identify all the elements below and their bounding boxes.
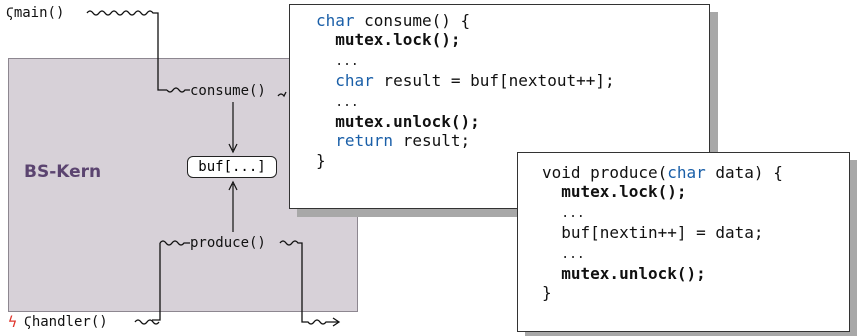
consume-return-squiggle bbox=[277, 91, 287, 98]
code-keyword: char bbox=[316, 11, 355, 30]
kernel-label: BS-Kern bbox=[24, 162, 102, 182]
produce-code: void produce(char data) { mutex.lock(); … bbox=[542, 163, 783, 303]
produce-left-squiggle bbox=[159, 240, 190, 246]
lightning-icon: ϟ bbox=[8, 313, 18, 331]
handler-squiggle bbox=[134, 319, 160, 325]
main-label: Ϛmain() bbox=[6, 5, 65, 21]
produce-right-squiggle bbox=[279, 240, 338, 325]
consume-code: char consume() { mutex.lock(); ... char … bbox=[316, 11, 615, 170]
consume-squiggle bbox=[166, 87, 190, 93]
handler-label: Ϛhandler() bbox=[24, 314, 108, 330]
return-arrowhead bbox=[332, 317, 341, 327]
buffer-box: buf[...] bbox=[187, 156, 277, 178]
produce-label: produce() bbox=[190, 235, 266, 251]
main-squiggle bbox=[86, 10, 167, 91]
handler-line bbox=[152, 243, 161, 321]
consume-label: consume() bbox=[190, 83, 266, 99]
consume-code-box: char consume() { mutex.lock(); ... char … bbox=[289, 4, 710, 209]
produce-code-box: void produce(char data) { mutex.lock(); … bbox=[517, 152, 850, 332]
